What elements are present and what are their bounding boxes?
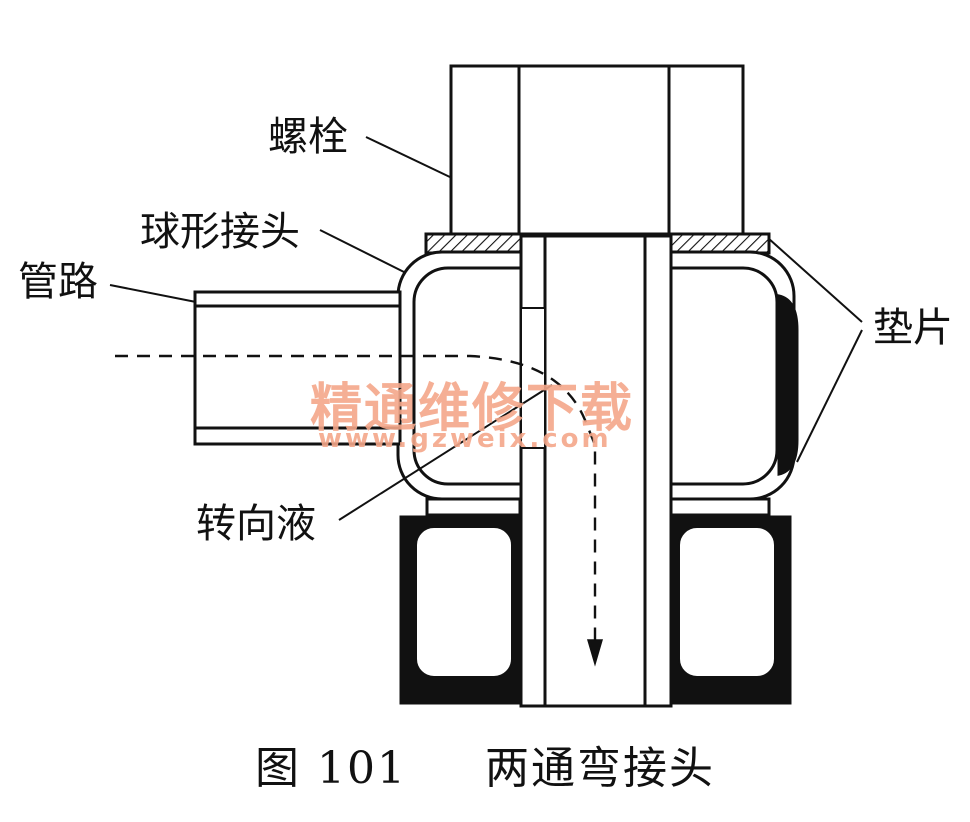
label-bolt: 螺栓 bbox=[268, 114, 348, 160]
watermark-url: www.gzweix.com bbox=[318, 424, 612, 454]
label-pipe: 管路 bbox=[18, 259, 98, 305]
gasket-upper-right bbox=[666, 232, 771, 255]
label-ball-joint: 球形接头 bbox=[140, 209, 300, 255]
leader-ball-joint bbox=[319, 229, 405, 273]
nut-window-right bbox=[678, 526, 776, 678]
leader-gasket-lower bbox=[796, 329, 863, 463]
bolt-side-port bbox=[520, 307, 546, 449]
leader-fluid bbox=[338, 384, 553, 521]
figure-number: 图 101 bbox=[255, 743, 407, 794]
gasket-upper-left bbox=[424, 232, 523, 255]
leader-gasket-upper bbox=[767, 237, 863, 323]
gasket-lower-right bbox=[667, 497, 771, 517]
flow-arrowhead bbox=[587, 639, 603, 667]
fluid-flow-path bbox=[115, 354, 597, 640]
pipe bbox=[193, 290, 402, 446]
gasket-right-strip bbox=[777, 294, 799, 476]
leader-bolt bbox=[365, 136, 453, 179]
gasket-lower-left bbox=[425, 497, 522, 517]
leader-pipe bbox=[109, 284, 197, 303]
nut-window-left bbox=[415, 526, 513, 678]
bolt-head bbox=[449, 64, 745, 236]
label-gasket: 垫片 bbox=[873, 305, 953, 351]
figure-caption: 图 101 两通弯接头 bbox=[0, 732, 970, 796]
figure-title: 两通弯接头 bbox=[484, 743, 715, 794]
watermark-text: 精通维修下载 bbox=[310, 379, 635, 439]
label-steering-fluid: 转向液 bbox=[196, 501, 316, 547]
